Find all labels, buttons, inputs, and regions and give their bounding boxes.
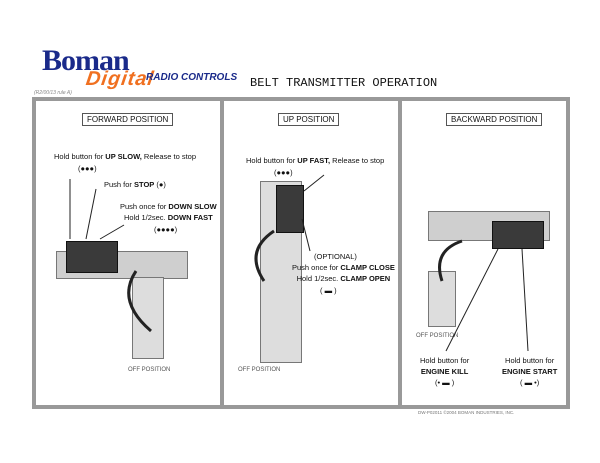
footer-copyright: DW-P02011 ©2004 BOMAN INDUSTRIES, INC. bbox=[418, 410, 515, 415]
logo-tagline: RADIO CONTROLS bbox=[146, 72, 238, 83]
arrows bbox=[69, 179, 152, 333]
panel-heading: FORWARD POSITION bbox=[82, 113, 174, 126]
up-fast-code: (●●●) bbox=[274, 168, 293, 177]
transmitter-body bbox=[66, 241, 118, 273]
off-position-label: OFF POSITION bbox=[416, 333, 459, 339]
up-slow-label: Hold button for UP SLOW, Release to stop bbox=[54, 152, 197, 161]
panel-heading: UP POSITION bbox=[278, 113, 340, 126]
transmitter-body bbox=[276, 185, 304, 233]
panel-backward: BACKWARD POSITION OFF POSITION Hold butt… bbox=[402, 101, 566, 405]
off-position-label: OFF POSITION bbox=[128, 367, 171, 373]
diagram-frame: FORWARD POSITION Hold button for UP SLOW… bbox=[32, 97, 570, 409]
off-position-label: OFF POSITION bbox=[238, 367, 281, 373]
up-fast-label: Hold button for UP FAST, Release to stop bbox=[246, 156, 385, 165]
down-code: (●●●●) bbox=[154, 225, 178, 234]
panel-forward: FORWARD POSITION Hold button for UP SLOW… bbox=[36, 101, 224, 405]
logo-brand: Boman bbox=[42, 44, 130, 77]
optional-label: (OPTIONAL) bbox=[314, 252, 357, 261]
panel-up: UP POSITION Hold button for UP FAST, Rel… bbox=[224, 101, 402, 405]
transmitter-plate bbox=[56, 251, 188, 279]
doc-code: (R2/00/13 rule A) bbox=[34, 90, 72, 96]
panel-heading: BACKWARD POSITION bbox=[446, 113, 543, 126]
page-title: BELT TRANSMITTER OPERATION bbox=[250, 76, 438, 90]
arrows bbox=[438, 239, 529, 352]
transmitter-body bbox=[492, 221, 544, 249]
up-slow-code: (●●●) bbox=[78, 164, 97, 173]
stop-label: Push for STOP (●) bbox=[104, 180, 166, 189]
clamp-code: ( ▬ ) bbox=[320, 286, 337, 295]
arrows bbox=[254, 174, 325, 282]
